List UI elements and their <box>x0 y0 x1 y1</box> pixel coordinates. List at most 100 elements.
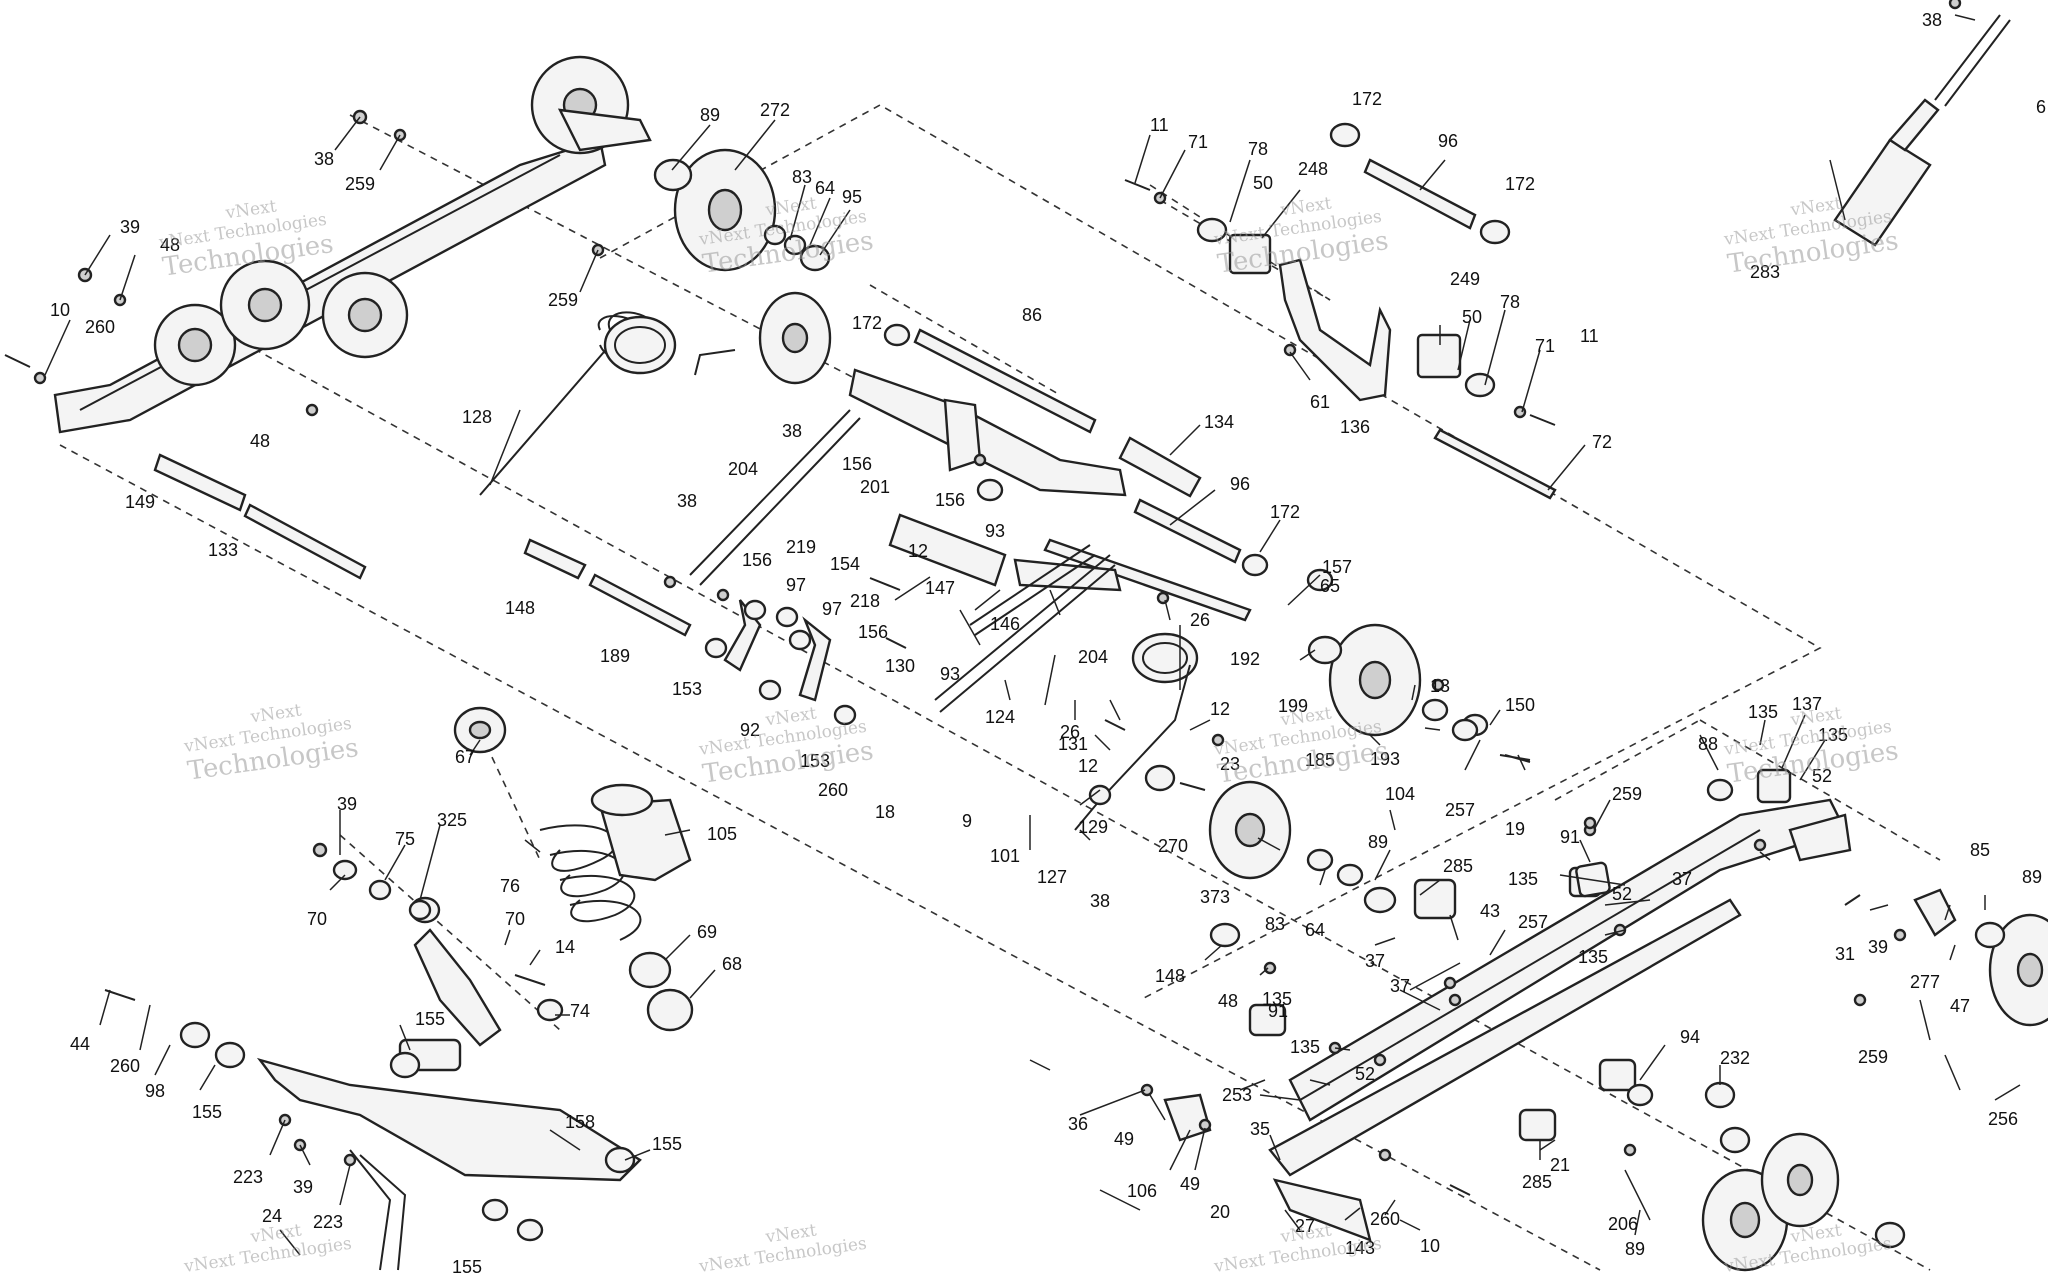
callout-38: 38 <box>1922 10 1942 30</box>
callout-70: 70 <box>307 909 327 929</box>
callout-37: 37 <box>1390 976 1410 996</box>
callout-74: 74 <box>570 1001 590 1021</box>
callout-71: 71 <box>1188 132 1208 152</box>
callout-89: 89 <box>2022 867 2042 887</box>
callout-89: 89 <box>700 105 720 125</box>
callout-259: 259 <box>1858 1047 1888 1067</box>
callout-52: 52 <box>1612 884 1632 904</box>
callout-189: 189 <box>600 646 630 666</box>
callout-labels: 38 259 89 272 83 64 95 39 48 10 260 259 … <box>50 10 2046 1277</box>
callout-89: 89 <box>1625 1239 1645 1259</box>
callout-148: 148 <box>505 598 535 618</box>
callout-68: 68 <box>722 954 742 974</box>
callout-11: 11 <box>1150 115 1169 135</box>
callout-49: 49 <box>1114 1129 1134 1149</box>
callout-283: 283 <box>1750 262 1780 282</box>
callout-272: 272 <box>760 100 790 120</box>
watermark-5: vNext vNext Technologies Technologies <box>182 700 360 786</box>
callout-257: 257 <box>1518 912 1548 932</box>
callout-12: 12 <box>1078 756 1098 776</box>
callout-10: 10 <box>50 300 70 320</box>
callout-38: 38 <box>677 491 697 511</box>
callout-201: 201 <box>860 477 890 497</box>
callout-93: 93 <box>940 664 960 684</box>
callout-38: 38 <box>782 421 802 441</box>
callout-135: 135 <box>1290 1037 1320 1057</box>
callout-285: 285 <box>1522 1172 1552 1192</box>
callout-259: 259 <box>548 290 578 310</box>
callout-129: 129 <box>1078 817 1108 837</box>
callout-135: 135 <box>1508 869 1538 889</box>
callout-65: 65 <box>1320 576 1340 596</box>
spring-76 <box>539 824 642 941</box>
callout-93: 93 <box>985 521 1005 541</box>
callout-106: 106 <box>1127 1181 1157 1201</box>
callout-259: 259 <box>1612 784 1642 804</box>
callout-39: 39 <box>293 1177 313 1197</box>
callout-48: 48 <box>1218 991 1238 1011</box>
callout-44: 44 <box>70 1034 90 1054</box>
callout-153: 153 <box>672 679 702 699</box>
callout-259: 259 <box>345 174 375 194</box>
callout-83: 83 <box>792 167 812 187</box>
callout-36: 36 <box>1068 1114 1088 1134</box>
callout-172: 172 <box>1270 502 1300 522</box>
callout-260: 260 <box>85 317 115 337</box>
callout-88: 88 <box>1698 734 1718 754</box>
callout-19: 19 <box>1505 819 1525 839</box>
cap-67 <box>453 706 507 754</box>
shock-283 <box>1833 14 2011 247</box>
left-rail-assembly <box>53 55 652 434</box>
right-rail-assembly <box>1268 798 1852 1177</box>
callout-75: 75 <box>395 829 415 849</box>
callout-135: 135 <box>1818 725 1848 745</box>
callout-48: 48 <box>160 235 180 255</box>
callout-50: 50 <box>1462 307 1482 327</box>
callout-64: 64 <box>1305 920 1325 940</box>
callout-50: 50 <box>1253 173 1273 193</box>
callout-155: 155 <box>652 1134 682 1154</box>
shafts <box>153 158 1557 637</box>
callout-248: 248 <box>1298 159 1328 179</box>
callout-128: 128 <box>462 407 492 427</box>
bushings <box>179 122 1906 1249</box>
callout-78: 78 <box>1248 139 1268 159</box>
callout-52: 52 <box>1812 766 1832 786</box>
callout-76: 76 <box>500 876 520 896</box>
wheel-272 <box>653 148 831 272</box>
callout-86: 86 <box>1022 305 1042 325</box>
callout-256: 256 <box>1988 1109 2018 1129</box>
callout-172: 172 <box>1505 174 1535 194</box>
callout-96: 96 <box>1438 131 1458 151</box>
callout-26: 26 <box>1190 610 1210 630</box>
callout-47: 47 <box>1950 996 1970 1016</box>
callout-199: 199 <box>1278 696 1308 716</box>
callout-133: 133 <box>208 540 238 560</box>
callout-101: 101 <box>990 846 1020 866</box>
callout-49: 49 <box>1180 1174 1200 1194</box>
watermark-1: vNext vNext Technologies Technologies <box>157 196 335 282</box>
callout-13: 13 <box>1430 676 1450 696</box>
callout-38: 38 <box>1090 891 1110 911</box>
callout-193: 193 <box>1370 749 1400 769</box>
callout-156: 156 <box>842 454 872 474</box>
callout-97: 97 <box>786 575 806 595</box>
callout-373: 373 <box>1200 887 1230 907</box>
watermark-7: vNext vNext Technologies Technologies <box>1212 703 1390 789</box>
callout-20: 20 <box>1210 1202 1230 1222</box>
callout-156: 156 <box>742 550 772 570</box>
callout-172: 172 <box>1352 89 1382 109</box>
callout-70: 70 <box>505 909 525 929</box>
callout-206: 206 <box>1608 1214 1638 1234</box>
bump-stop-105 <box>590 783 692 882</box>
callout-39: 39 <box>337 794 357 814</box>
callout-48: 48 <box>250 431 270 451</box>
callout-249: 249 <box>1450 269 1480 289</box>
callout-61: 61 <box>1310 392 1330 412</box>
callout-192: 192 <box>1230 649 1260 669</box>
callout-27: 27 <box>1295 1216 1315 1236</box>
callout-23: 23 <box>1220 754 1240 774</box>
callout-12: 12 <box>1210 699 1230 719</box>
callout-9: 9 <box>962 811 972 831</box>
